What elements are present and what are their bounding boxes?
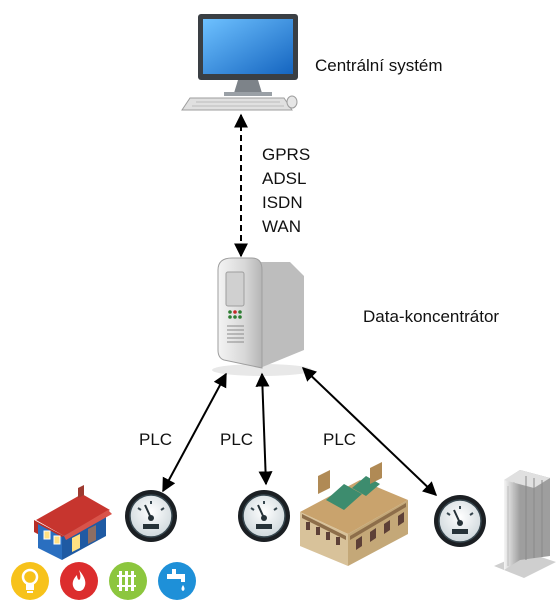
computer-icon	[181, 14, 298, 111]
historic-building-icon	[300, 462, 408, 566]
central-system-label: Centrální systém	[315, 56, 443, 75]
meter-icon-left	[125, 490, 177, 542]
protocol-gprs: GPRS	[262, 145, 311, 164]
meter-icon-right	[434, 495, 486, 547]
office-tower-icon	[494, 470, 556, 578]
meter-icon-middle	[238, 490, 290, 542]
protocol-list: GPRS ADSL ISDN WAN	[262, 143, 310, 239]
protocol-wan: WAN	[262, 217, 302, 236]
water-tap-icon	[158, 562, 196, 600]
concentrator-label: Data-koncentrátor	[363, 307, 500, 326]
protocol-adsl: ADSL	[262, 169, 307, 188]
plc-middle-label: PLC	[220, 430, 254, 449]
plc-right-arrow	[301, 367, 438, 496]
plc-right-label: PLC	[323, 430, 357, 449]
house-icon	[34, 485, 112, 560]
flame-icon	[60, 562, 98, 600]
lightbulb-icon	[11, 562, 49, 600]
protocol-isdn: ISDN	[262, 193, 303, 212]
plc-left-label: PLC	[139, 430, 173, 449]
radiator-icon	[109, 562, 147, 600]
plc-left-arrow	[162, 372, 227, 493]
server-icon	[212, 257, 312, 376]
plc-middle-arrow	[255, 372, 273, 486]
